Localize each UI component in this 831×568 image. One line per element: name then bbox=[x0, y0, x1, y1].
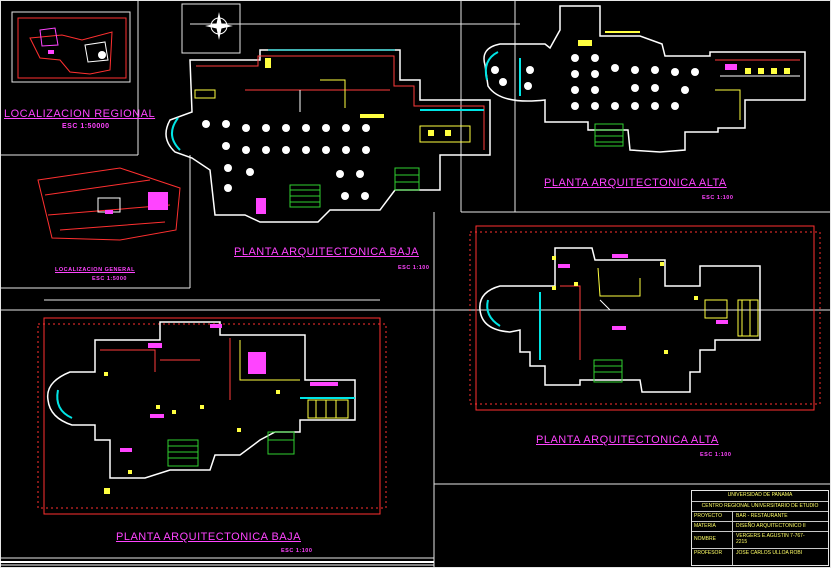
regional-scale: ESC 1:50000 bbox=[62, 123, 110, 130]
title-row-profesor: PROFESOR JOSE CARLOS ULLOA ROBI bbox=[692, 548, 828, 558]
plan-baja-bottom bbox=[37, 299, 387, 515]
bottom-strip bbox=[0, 561, 434, 566]
north-arrow-icon bbox=[181, 3, 241, 54]
title-row-materia: MATERIA DISEÑO ARQUITECTONICO II bbox=[692, 521, 828, 531]
regional-location-map bbox=[11, 11, 131, 83]
plan-baja-top-scale: ESC 1:100 bbox=[398, 265, 430, 271]
plan-alta-top bbox=[483, 5, 806, 153]
center-name: CENTRO REGIONAL UNIVERSITARIO DE ETUDIO bbox=[701, 503, 819, 509]
plan-alta-bottom bbox=[469, 225, 821, 411]
title-block: UNIVERSIDAD DE PANAMA CENTRO REGIONAL UN… bbox=[691, 490, 829, 566]
general-title: LOCALIZACION GENERAL bbox=[55, 267, 135, 273]
plan-baja-bottom-title: PLANTA ARQUITECTONICA BAJA bbox=[116, 531, 301, 543]
general-scale: ESC 1:5000 bbox=[92, 276, 127, 282]
plan-baja-top-title: PLANTA ARQUITECTONICA BAJA bbox=[234, 246, 419, 258]
plan-alta-top-scale: ESC 1:100 bbox=[702, 195, 734, 201]
title-block-divider bbox=[732, 511, 733, 565]
regional-title: LOCALIZACION REGIONAL bbox=[4, 108, 156, 120]
plan-baja-bottom-scale: ESC 1:100 bbox=[281, 548, 313, 554]
title-row-proyecto: PROYECTO BAR - RESTAURANTE bbox=[692, 511, 828, 521]
plan-alta-top-title: PLANTA ARQUITECTONICA ALTA bbox=[544, 177, 727, 189]
general-location-map bbox=[37, 167, 181, 241]
plan-alta-bottom-scale: ESC 1:100 bbox=[700, 452, 732, 458]
title-row-nombre: NOMBRE VERGERS E.AGUSTIN 7-767-2215 bbox=[692, 531, 828, 548]
plan-alta-bottom-title: PLANTA ARQUITECTONICA ALTA bbox=[536, 434, 719, 446]
plan-baja-top bbox=[165, 49, 491, 223]
university-name: UNIVERSIDAD DE PANAMA bbox=[727, 492, 793, 498]
